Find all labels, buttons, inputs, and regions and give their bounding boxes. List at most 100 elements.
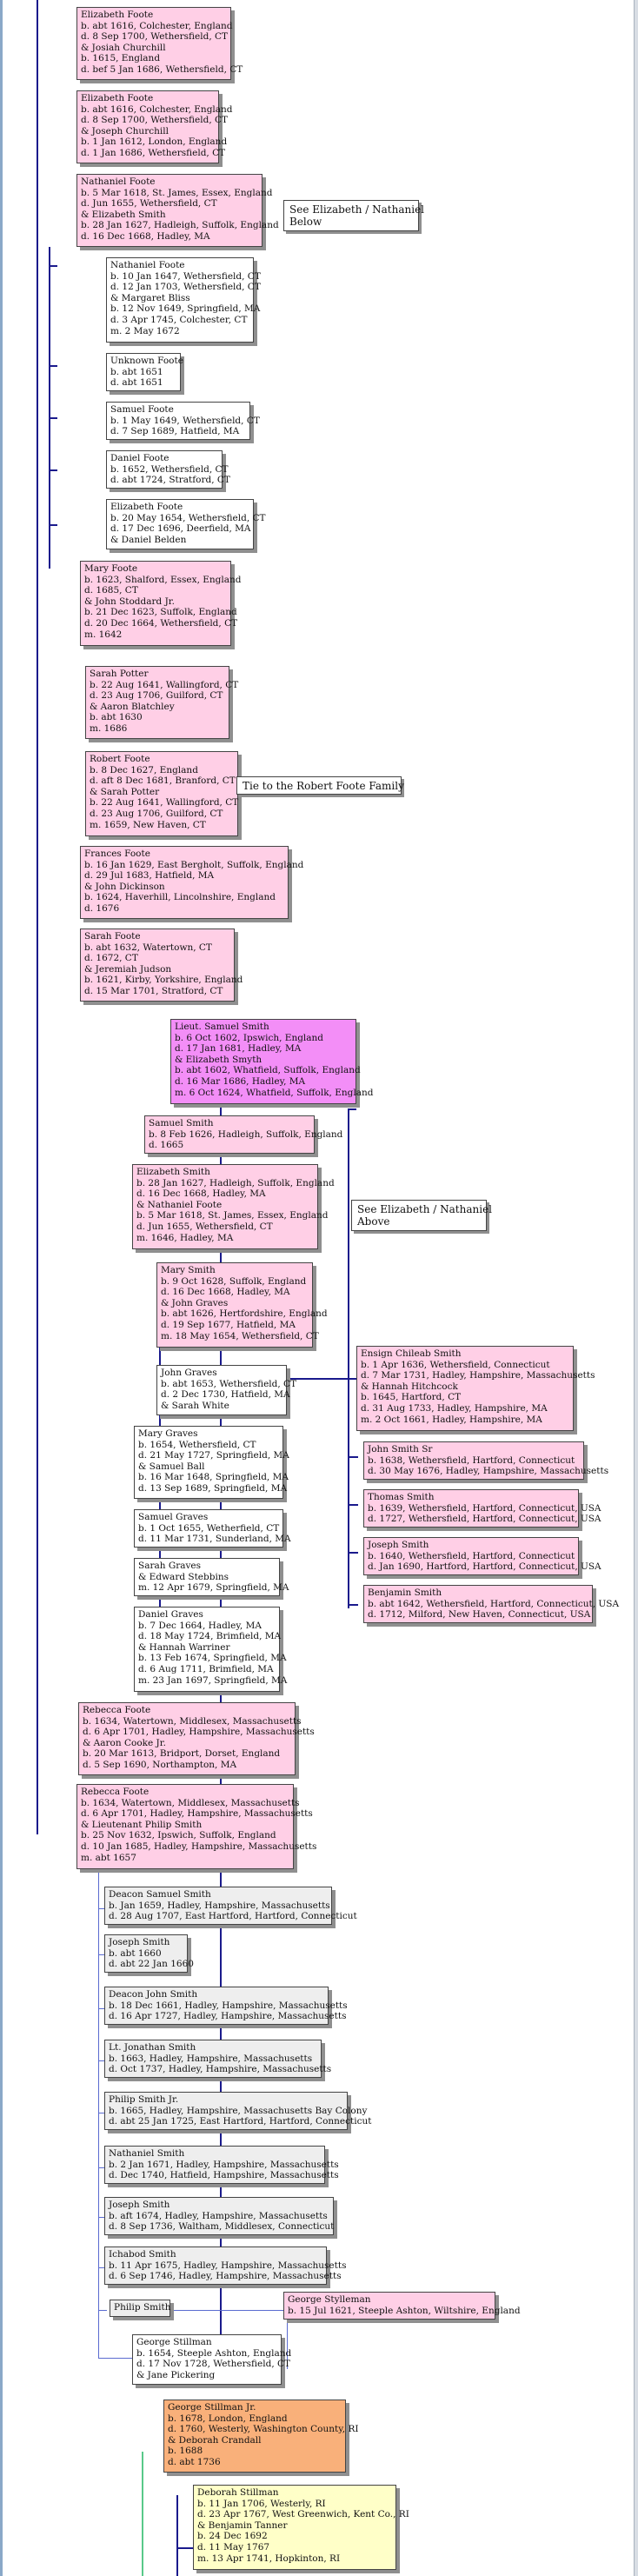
spouse-birth-line: b. 12 Nov 1649, Springfield, MA (110, 303, 261, 315)
person-card-philip-smith-jr[interactable]: Philip Smith Jr. b. 1665, Hadley, Hampsh… (104, 2092, 371, 2130)
death-line: d. 1712, Milford, New Haven, Connecticut… (368, 1609, 591, 1621)
right-scrollbar[interactable] (634, 0, 638, 2576)
birth-line: b. aft 1674, Hadley, Hampshire, Massachu… (109, 2210, 328, 2221)
death-line: d. 1727, Wethersfield, Hartford, Connect… (368, 1514, 601, 1525)
spouse-line: & Lieutenant Philip Smith (81, 1819, 203, 1830)
person-card-joseph-smith[interactable]: Joseph Smith b. 1640, Wethersfield, Hart… (363, 1537, 601, 1575)
spouse-birth-line: b. abt 1626, Hertfordshire, England (161, 1308, 328, 1320)
see-below-note: See Elizabeth / Nathaniel Below (283, 200, 424, 231)
spouse-birth-line: b. 24 Dec 1692 (197, 2531, 268, 2542)
person-card-sarah-foote[interactable]: Sarah Foote b. abt 1632, Watertown, CT d… (80, 929, 243, 1002)
spouse-line: & Deborah Crandall (168, 2434, 262, 2446)
person-card-deborah-stillman[interactable]: Deborah Stillman b. 11 Jan 1706, Westerl… (193, 2485, 409, 2570)
spouse-birth-line: b. 1688 (168, 2446, 203, 2457)
person-card-elizabeth-foote-2[interactable]: Elizabeth Foote b. abt 1616, Colchester,… (76, 90, 233, 163)
death-line: d. 1685, CT (84, 585, 138, 596)
birth-line: b. abt 1616, Colchester, England (81, 103, 233, 115)
person-card-rebecca-foote-1[interactable]: Rebecca Foote b. 1634, Watertown, Middle… (78, 1702, 315, 1775)
person-card-george-stylleman[interactable]: George Stylleman b. 15 Jul 1621, Steeple… (283, 2292, 521, 2320)
birth-line: b. 7 Dec 1664, Hadley, MA (138, 1620, 262, 1631)
spouse-line: & Benjamin Tanner (197, 2519, 288, 2531)
person-card-joseph-smith-3[interactable]: Joseph Smith b. aft 1674, Hadley, Hampsh… (104, 2197, 334, 2235)
person-card-unknown-foote[interactable]: Unknown Foote b. abt 1651 d. abt 1651 (106, 353, 183, 391)
spouse-line: & Edward Stebbins (138, 1571, 229, 1582)
person-card-frances-foote[interactable]: Frances Foote b. 16 Jan 1629, East Bergh… (80, 846, 303, 919)
person-card-elizabeth-foote-3[interactable]: Elizabeth Foote b. 20 May 1654, Wethersf… (106, 499, 266, 549)
person-card-samuel-graves[interactable]: Samuel Graves b. 1 Oct 1655, Wetherfield… (134, 1509, 291, 1548)
person-card-samuel-smith[interactable]: Samuel Smith b. 8 Feb 1626, Hadleigh, Su… (144, 1115, 342, 1154)
marriage-line: m. 1646, Hadley, MA (136, 1232, 234, 1243)
person-card-benjamin-smith[interactable]: Benjamin Smith b. abt 1642, Wethersfield… (363, 1585, 620, 1623)
birth-line: b. 1652, Wethersfield, CT (110, 463, 229, 475)
person-card-joseph-smith-2[interactable]: Joseph Smith b. abt 1660 d. abt 22 Jan 1… (104, 1934, 194, 1973)
birth-line: b. 2 Jan 1671, Hadley, Hampshire, Massac… (109, 2159, 339, 2170)
person-card-mary-graves[interactable]: Mary Graves b. 1654, Wethersfield, CT d.… (134, 1426, 289, 1499)
person-name: Lieut. Samuel Smith (175, 1022, 269, 1032)
death-line: d. 17 Nov 1728, Wethersfield, CT (136, 2359, 291, 2370)
person-name: Sarah Potter (90, 669, 149, 679)
person-card-deacon-john-smith[interactable]: Deacon John Smith b. 18 Dec 1661, Hadley… (104, 1987, 348, 2025)
person-card-mary-foote[interactable]: Mary Foote b. 1623, Shalford, Essex, Eng… (80, 561, 242, 646)
person-name: Rebecca Foote (81, 1787, 150, 1797)
death-line: d. abt 1651 (110, 377, 163, 389)
person-card-thomas-smith[interactable]: Thomas Smith b. 1639, Wethersfield, Hart… (363, 1489, 601, 1528)
person-card-philip-smith[interactable]: Philip Smith (110, 2300, 170, 2317)
spouse-line: & Joseph Churchill (81, 125, 169, 136)
marriage-line: m. 2 Oct 1661, Hadley, Hampshire, MA (361, 1414, 542, 1425)
person-card-george-stillman[interactable]: George Stillman b. 1654, Steeple Ashton,… (132, 2334, 291, 2385)
birth-line: b. 20 May 1654, Wethersfield, CT (110, 512, 266, 523)
marriage-line: m. 6 Oct 1624, Whatfield, Suffolk, Engla… (175, 1087, 374, 1098)
person-card-john-smith-sr[interactable]: John Smith Sr b. 1638, Wethersfield, Har… (363, 1441, 608, 1480)
person-card-nathaniel-smith[interactable]: Nathaniel Smith b. 2 Jan 1671, Hadley, H… (104, 2146, 339, 2184)
person-card-lieut-samuel-smith[interactable]: Lieut. Samuel Smith b. 6 Oct 1602, Ipswi… (170, 1019, 374, 1104)
person-card-nathaniel-foote-jr[interactable]: Nathaniel Foote b. 10 Jan 1647, Wethersf… (106, 257, 261, 343)
person-card-mary-smith[interactable]: Mary Smith b. 9 Oct 1628, Suffolk, Engla… (156, 1262, 328, 1348)
spouse-death-line: d. bef 5 Jan 1686, Wethersfield, CT (81, 63, 243, 75)
person-card-sarah-potter[interactable]: Sarah Potter b. 22 Aug 1641, Wallingford… (85, 666, 238, 739)
spouse-line: & Sarah Potter (90, 786, 160, 797)
death-line: d. 7 Mar 1731, Hadley, Hampshire, Massac… (361, 1370, 595, 1381)
person-card-daniel-foote[interactable]: Daniel Foote b. 1652, Wethersfield, CT d… (106, 450, 230, 489)
person-card-robert-foote[interactable]: Robert Foote b. 8 Dec 1627, England d. a… (85, 751, 238, 836)
person-card-nathaniel-foote[interactable]: Nathaniel Foote b. 5 Mar 1618, St. James… (76, 174, 279, 247)
birth-line: b. abt 1642, Wethersfield, Hartford, Con… (368, 1598, 620, 1609)
person-card-elizabeth-smith[interactable]: Elizabeth Smith b. 28 Jan 1627, Hadleigh… (132, 1164, 335, 1249)
person-name: Philip Smith (114, 2302, 171, 2313)
birth-line: b. 1623, Shalford, Essex, England (84, 574, 242, 585)
birth-line: b. 1678, London, England (168, 2413, 288, 2424)
person-card-daniel-graves[interactable]: Daniel Graves b. 7 Dec 1664, Hadley, MA … (134, 1607, 287, 1692)
person-card-sarah-graves[interactable]: Sarah Graves & Edward Stebbins m. 12 Apr… (134, 1558, 289, 1596)
spouse-death-line: d. 1 Jan 1686, Wethersfield, CT (81, 147, 226, 158)
birth-line: b. abt 1632, Watertown, CT (84, 942, 212, 953)
death-line: d. 1665 (149, 1140, 184, 1151)
spouse-line: & Josiah Churchill (81, 42, 166, 53)
spouse-line: & Elizabeth Smith (81, 209, 166, 220)
death-line: d. 28 Aug 1707, East Hartford, Hartford,… (109, 1911, 357, 1922)
person-name: Frances Foote (84, 849, 150, 859)
person-card-ichabod-smith[interactable]: Ichabod Smith b. 11 Apr 1675, Hadley, Ha… (104, 2247, 346, 2285)
person-card-lt-jonathan-smith[interactable]: Lt. Jonathan Smith b. 1663, Hadley, Hamp… (104, 2040, 331, 2078)
person-card-george-stillman-jr[interactable]: George Stillman Jr. b. 1678, London, Eng… (163, 2400, 359, 2473)
person-name: George Stillman Jr. (168, 2402, 256, 2413)
spouse-line: & John Graves (161, 1297, 229, 1308)
person-card-john-graves[interactable]: John Graves b. abt 1653, Wethersfield, C… (156, 1365, 296, 1415)
birth-line: b. Jan 1659, Hadley, Hampshire, Massachu… (109, 1900, 330, 1911)
person-card-deacon-samuel-smith[interactable]: Deacon Samuel Smith b. Jan 1659, Hadley,… (104, 1887, 357, 1925)
person-name: Joseph Smith (368, 1540, 429, 1550)
person-card-samuel-foote[interactable]: Samuel Foote b. 1 May 1649, Wethersfield… (106, 402, 260, 440)
person-name: Elizabeth Smith (136, 1167, 210, 1177)
person-name: Elizabeth Foote (81, 10, 154, 20)
person-card-elizabeth-foote-1[interactable]: Elizabeth Foote b. abt 1616, Colchester,… (76, 7, 243, 80)
death-line: d. 6 Sep 1746, Hadley, Hampshire, Massac… (109, 2271, 342, 2282)
spouse-line: & Hannah Hitchcock (361, 1381, 458, 1392)
death-line: d. Dec 1740, Hatfield, Hampshire, Massac… (109, 2170, 339, 2181)
person-name: Sarah Foote (84, 931, 141, 942)
person-card-ensign-chileab-smith[interactable]: Ensign Chileab Smith b. 1 Apr 1636, Weth… (356, 1346, 595, 1431)
person-card-rebecca-foote-2[interactable]: Rebecca Foote b. 1634, Watertown, Middle… (76, 1784, 316, 1869)
person-name: John Graves (161, 1368, 217, 1378)
spouse-birth-line: b. 28 Jan 1627, Hadleigh, Suffolk, Engla… (81, 220, 279, 231)
spouse-death-line: d. 19 Sep 1677, Hatfield, MA (161, 1319, 296, 1330)
person-name: Deborah Stillman (197, 2487, 279, 2498)
person-name: Nathaniel Smith (109, 2148, 185, 2159)
person-name: Samuel Graves (138, 1512, 209, 1522)
